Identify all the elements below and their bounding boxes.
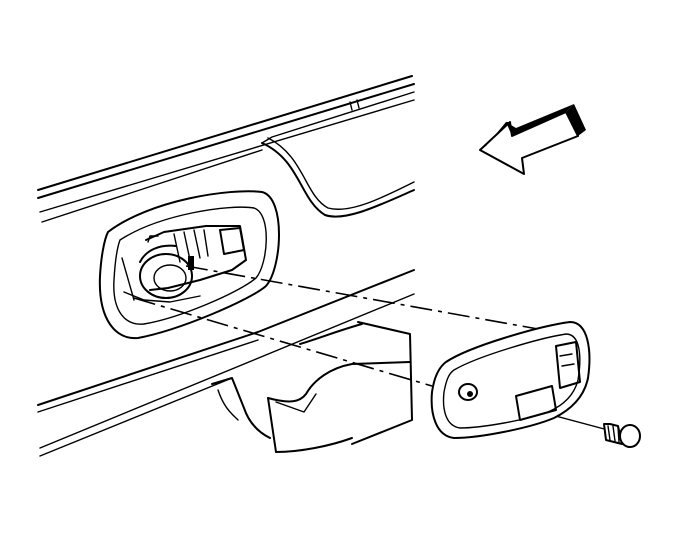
panel-bottom-line (39, 293, 415, 449)
screw-head (619, 424, 641, 448)
armrest-bottom (275, 437, 353, 453)
bezel-outer (430, 321, 591, 439)
handle-lever-hub (153, 264, 187, 292)
direction-arrow-top-shade (506, 104, 574, 136)
bezel-latch-window (555, 341, 581, 389)
bezel-latch-slots (559, 353, 575, 367)
armrest-notch (275, 393, 317, 413)
handle-lever-arm (139, 244, 177, 263)
mechanism-rod-end (188, 256, 194, 270)
panel-trim-line-1 (39, 99, 415, 213)
panel-top-edge (37, 75, 413, 191)
armrest-left (211, 377, 271, 439)
panel-seam-2 (356, 99, 360, 109)
panel-bottom-line-2 (39, 377, 233, 457)
handle-mechanism-frame (145, 225, 247, 291)
pull-cup-rim (299, 323, 363, 345)
mechanism-clip (147, 235, 159, 243)
direction-arrow-tail-shade (566, 104, 586, 136)
bezel-screw (603, 423, 641, 448)
latch-block (219, 227, 245, 255)
direction-arrow-tip-shade (480, 122, 510, 150)
handle-lever-ring (139, 253, 193, 299)
panel-contour-top (261, 91, 415, 144)
armrest-shadow (217, 389, 239, 421)
panel-top-edge-inner (37, 83, 415, 199)
alignment-line-upper (185, 265, 567, 335)
screw-threads (607, 425, 620, 443)
bezel-screw-hole (458, 383, 478, 401)
recess-bottom-lip (123, 291, 201, 303)
panel-lower-edge (37, 269, 415, 406)
bezel-screw-hole-center (467, 391, 473, 397)
recess-outer-rim (98, 190, 280, 340)
panel-contour-inner (267, 137, 415, 210)
bezel-finger-cup (515, 385, 557, 421)
armrest-top-curve (267, 361, 411, 403)
panel-lower-edge-2 (37, 339, 259, 413)
armrest-front-edge (267, 397, 277, 453)
panel-contour-outer (261, 142, 415, 218)
door-handle-bezel (430, 321, 591, 439)
direction-arrow-outline (479, 111, 579, 175)
handle-mechanism-ribs (173, 229, 209, 263)
pull-cup-right (351, 321, 413, 445)
recess-inner-rim (113, 206, 267, 325)
interior-panel (37, 75, 415, 457)
panel-trim-line-2 (41, 149, 263, 223)
panel-seam-1 (349, 101, 353, 111)
recess-left-wall (121, 257, 135, 301)
handle-recess (98, 190, 280, 340)
direction-arrow (479, 104, 586, 175)
alignment-line-middle (133, 297, 433, 387)
